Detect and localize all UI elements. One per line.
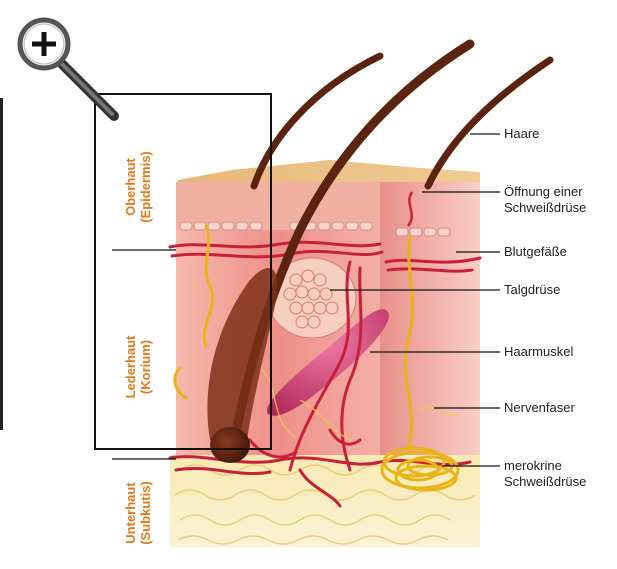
label-nervenfaser: Nervenfaser <box>504 400 575 416</box>
label-blutgefaesse: Blutgefäße <box>504 244 567 260</box>
selection-frame <box>94 93 272 450</box>
skin-side-face <box>380 182 480 460</box>
label-oeffnung-schweissdruese: Öffnung einer Schweißdrüse <box>504 184 586 216</box>
label-haarmuskel: Haarmuskel <box>504 344 573 360</box>
layer-label-unterhaut: Unterhaut (Subkutis) <box>123 457 157 569</box>
lederhaut-line1: Lederhaut <box>123 311 138 423</box>
layer-label-oberhaut: Oberhaut (Epidermis) <box>123 131 157 243</box>
merokrine-line2: Schweißdrüse <box>504 474 586 490</box>
merokrine-line1: merokrine <box>504 458 586 474</box>
lederhaut-line2: (Korium) <box>138 311 153 423</box>
zoom-in-magnifier-icon[interactable] <box>14 16 124 126</box>
layer-label-lederhaut: Lederhaut (Korium) <box>123 311 157 423</box>
unterhaut-line2: (Subkutis) <box>138 457 153 569</box>
oberhaut-line1: Oberhaut <box>123 131 138 243</box>
label-merokrine-schweissdruese: merokrine Schweißdrüse <box>504 458 586 490</box>
oeffnung-line2: Schweißdrüse <box>504 200 586 216</box>
oberhaut-line2: (Epidermis) <box>138 131 153 243</box>
left-edge-bar <box>0 98 3 430</box>
label-talgdruese: Talgdrüse <box>504 282 560 298</box>
label-haare: Haare <box>504 126 539 142</box>
oeffnung-line1: Öffnung einer <box>504 184 586 200</box>
unterhaut-line1: Unterhaut <box>123 457 138 569</box>
